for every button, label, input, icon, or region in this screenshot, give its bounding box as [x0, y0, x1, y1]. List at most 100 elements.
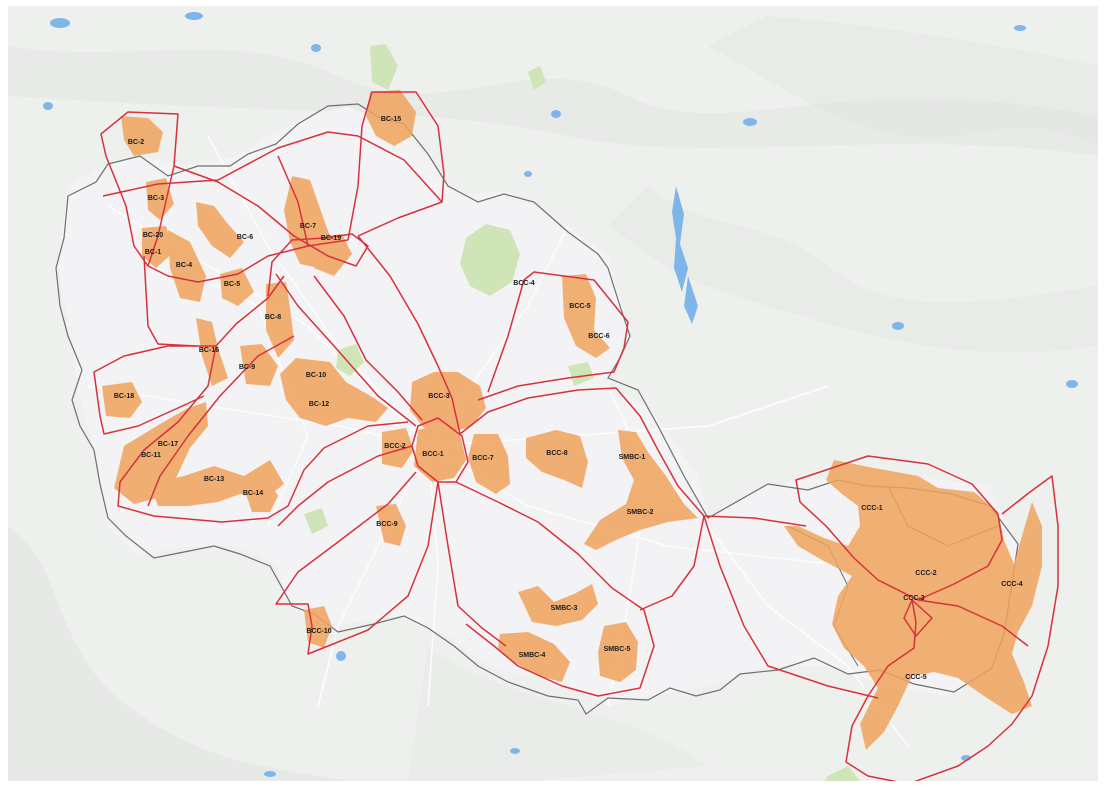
zone-label-ccc-5[interactable]: CCC-5 [905, 674, 926, 681]
map-canvas[interactable]: BC-2 BC-3 BC-20 BC-1 BC-4 BC-5 BC-6 BC-7… [8, 6, 1098, 781]
zone-label-bc-16[interactable]: BC-16 [199, 347, 219, 354]
water-bodies [43, 12, 1078, 777]
corridor-line [903, 599, 933, 637]
zone-label-bc-10[interactable]: BC-10 [306, 372, 326, 379]
zone-label-bcc-8[interactable]: BCC-8 [546, 450, 567, 457]
park-area [460, 224, 520, 296]
zone-label-smbc-2[interactable]: SMBC-2 [627, 509, 654, 516]
zone-label-bcc-2[interactable]: BCC-2 [384, 443, 405, 450]
catchment-area [280, 358, 388, 426]
zone-label-bc-6[interactable]: BC-6 [237, 234, 253, 241]
corridor-line [357, 235, 461, 435]
zone-label-bc-15[interactable]: BC-15 [381, 116, 401, 123]
zone-label-bc-17[interactable]: BC-17 [158, 441, 178, 448]
zone-label-smbc-4[interactable]: SMBC-4 [519, 652, 546, 659]
zone-label-bc-18[interactable]: BC-18 [114, 393, 134, 400]
corridor-line [455, 481, 655, 697]
corridor-map[interactable]: BC-2 BC-3 BC-20 BC-1 BC-4 BC-5 BC-6 BC-7… [8, 6, 1098, 781]
catchment-area [244, 476, 278, 512]
corridor-line [347, 91, 445, 241]
zone-label-bc-19[interactable]: BC-19 [321, 235, 341, 242]
zone-label-bc-4[interactable]: BC-4 [176, 262, 192, 269]
catchment-area [382, 428, 414, 468]
catchment-area [498, 632, 570, 682]
lake-icon [1014, 25, 1026, 31]
catchment-area [168, 230, 206, 302]
reservoir-icon [672, 186, 688, 292]
catchment-area [266, 282, 294, 358]
catchment-area [196, 318, 228, 386]
catchment-area [146, 178, 174, 220]
zone-label-bc-14[interactable]: BC-14 [243, 490, 263, 497]
park-area [568, 362, 594, 386]
catchment-area [584, 430, 698, 550]
corridor-line [275, 273, 417, 427]
catchment-area [526, 430, 588, 488]
catchment-area [366, 90, 416, 146]
zone-label-bc-20[interactable]: BC-20 [143, 232, 163, 239]
zone-label-bc-12[interactable]: BC-12 [309, 401, 329, 408]
zone-label-bc-5[interactable]: BC-5 [224, 281, 240, 288]
zone-label-ccc-4[interactable]: CCC-4 [1001, 581, 1022, 588]
catchment-area [196, 202, 244, 258]
zone-label-ccc-3[interactable]: CCC-3 [903, 595, 924, 602]
lake-icon [551, 110, 561, 118]
catchment-area [468, 434, 510, 494]
zone-label-bc-1[interactable]: BC-1 [145, 249, 161, 256]
catchment-area [414, 424, 466, 482]
zone-label-bc-11[interactable]: BC-11 [141, 452, 161, 459]
zone-label-bcc-5[interactable]: BCC-5 [569, 303, 590, 310]
corridor-line [477, 271, 629, 401]
zone-label-smbc-5[interactable]: SMBC-5 [604, 646, 631, 653]
lake-icon [524, 171, 532, 177]
lake-icon [311, 44, 321, 52]
zone-label-bc-3[interactable]: BC-3 [148, 195, 164, 202]
catchment-area [121, 116, 163, 156]
zone-label-bc-8[interactable]: BC-8 [265, 314, 281, 321]
catchment-area [142, 226, 174, 268]
zone-label-bc-2[interactable]: BC-2 [128, 139, 144, 146]
corridor-line [100, 111, 179, 267]
lake-icon [1066, 380, 1078, 388]
catchment-area [102, 382, 142, 418]
zone-label-bc-7[interactable]: BC-7 [300, 223, 316, 230]
catchment-area [562, 274, 610, 358]
catchment-area [376, 504, 406, 546]
corridor-line [277, 155, 309, 247]
zone-label-bcc-1[interactable]: BCC-1 [422, 451, 443, 458]
zone-label-ccc-2[interactable]: CCC-2 [915, 570, 936, 577]
corridor-line [117, 345, 409, 523]
corridor-line [277, 445, 413, 527]
corridor-line [93, 345, 205, 435]
reservoir-icon [684, 276, 698, 324]
lake-icon [743, 118, 757, 126]
zone-label-smbc-1[interactable]: SMBC-1 [619, 454, 646, 461]
zone-label-ccc-1[interactable]: CCC-1 [861, 505, 882, 512]
relief-shading [8, 16, 1098, 781]
zone-label-bcc-7[interactable]: BCC-7 [472, 455, 493, 462]
corridor-line [639, 515, 705, 611]
park-area [528, 66, 546, 90]
park-area [370, 44, 398, 90]
lake-icon [50, 18, 70, 28]
zone-label-bcc-10[interactable]: BCC-10 [306, 628, 331, 635]
corridor-line [845, 475, 1059, 781]
zone-label-bcc-4[interactable]: BCC-4 [513, 280, 534, 287]
lake-icon [510, 748, 520, 754]
administrative-boundary [55, 103, 1019, 715]
corridor-line [147, 335, 295, 507]
zone-label-bc-9[interactable]: BC-9 [239, 364, 255, 371]
corridor-line [437, 481, 507, 647]
zone-label-bc-13[interactable]: BC-13 [204, 476, 224, 483]
zone-label-bcc-9[interactable]: BCC-9 [376, 521, 397, 528]
corridor-line [703, 515, 879, 699]
park-area [824, 766, 860, 781]
catchment-area [114, 402, 208, 504]
zone-label-bcc-6[interactable]: BCC-6 [588, 333, 609, 340]
corridor-network [93, 91, 1059, 781]
corridor-line [917, 599, 1029, 647]
zone-label-bcc-3[interactable]: BCC-3 [428, 393, 449, 400]
zone-label-smbc-3[interactable]: SMBC-3 [551, 605, 578, 612]
catchment-area [518, 584, 598, 626]
lake-icon [264, 771, 276, 777]
